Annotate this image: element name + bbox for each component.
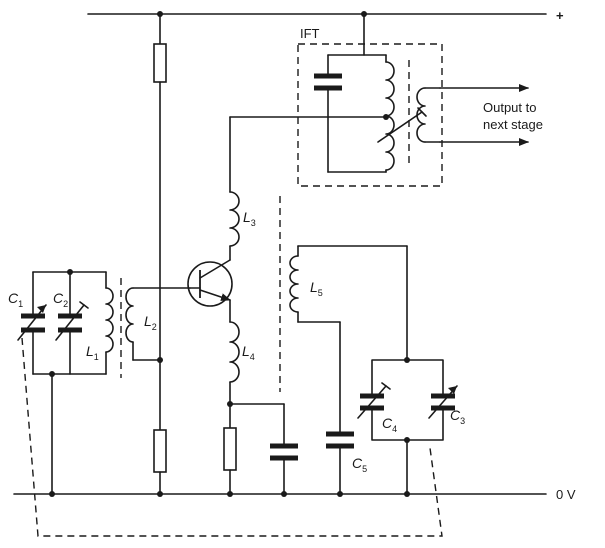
label-c2: C2	[53, 290, 68, 309]
label-c3: C3	[450, 407, 465, 426]
junction-dot	[67, 269, 73, 275]
output-label-line2: next stage	[483, 117, 543, 132]
junction-dot	[157, 11, 163, 17]
oscillator-wiring	[297, 245, 408, 495]
ift-label: IFT	[300, 26, 320, 41]
label-c4: C4	[382, 415, 397, 434]
junction-dot	[337, 491, 343, 497]
emitter-capacitor	[270, 403, 298, 495]
positive-rail-label: +	[556, 8, 564, 23]
transistor	[187, 259, 233, 307]
label-l4: L4	[242, 343, 255, 362]
junction-dot	[49, 491, 55, 497]
inductor-l2	[125, 287, 191, 361]
junction-dot	[157, 491, 163, 497]
ground-rail-label: 0 V	[556, 487, 576, 502]
ift-secondary	[416, 84, 529, 146]
input-tank-frame	[32, 271, 107, 495]
emitter-wire	[229, 299, 285, 429]
junction-dot	[383, 114, 389, 120]
inductor-l4	[229, 321, 240, 383]
junction-dot	[404, 437, 410, 443]
junction-dot	[281, 491, 287, 497]
ift-enclosure	[297, 43, 443, 187]
junction-dot	[404, 357, 410, 363]
emitter-resistor	[223, 427, 237, 495]
junction-dot	[49, 371, 55, 377]
capacitor-c2	[55, 301, 89, 341]
junction-dot	[361, 11, 367, 17]
bias-resistor-top	[153, 13, 167, 431]
label-c5: C5	[352, 455, 367, 474]
capacitor-c1	[17, 304, 47, 341]
bias-resistor-bottom	[153, 429, 167, 495]
label-l2: L2	[144, 313, 157, 332]
label-l1: L1	[86, 343, 99, 362]
label-l3: L3	[243, 209, 256, 228]
collector-wire	[229, 116, 387, 261]
inductor-l5	[289, 255, 299, 313]
ift-primary	[314, 13, 395, 173]
inductor-l1	[105, 287, 114, 353]
capacitor-c3	[428, 385, 458, 419]
ift-tuning-slug	[377, 111, 423, 143]
junction-dot	[227, 491, 233, 497]
ganged-tuning-link	[21, 337, 443, 537]
ift-tuning-slug-tip	[417, 107, 427, 117]
capacitor-c5	[326, 431, 354, 449]
output-label-line1: Output to	[483, 100, 536, 115]
inductor-l3	[229, 191, 240, 247]
junction-dot	[404, 491, 410, 497]
junction-dot	[227, 401, 233, 407]
label-c1: C1	[8, 290, 23, 309]
label-l5: L5	[310, 279, 323, 298]
capacitor-c4	[357, 382, 391, 419]
